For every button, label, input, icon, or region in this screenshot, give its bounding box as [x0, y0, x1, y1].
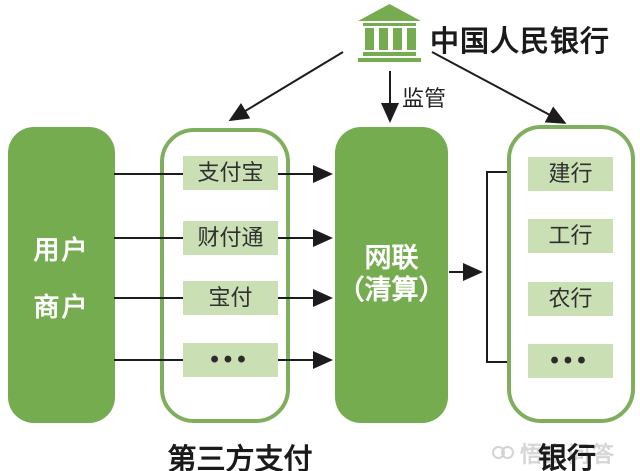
watermark-text: 悟空问答: [520, 442, 617, 467]
arrow-bank-to-banks: [431, 51, 567, 124]
bank-item-ellipsis: •••: [528, 344, 613, 378]
supervision-label: 监管: [402, 86, 447, 111]
banks-bracket: [486, 171, 507, 363]
bank-building-icon: [358, 4, 421, 62]
users-merchants-panel: 用户 商户: [8, 127, 115, 423]
arrow-bank-to-thirdparty: [228, 51, 344, 122]
wukong-logo-icon: [492, 446, 516, 460]
bank-item-ccb: 建行: [528, 157, 613, 191]
users-label: 用户: [33, 235, 90, 265]
watermark: 悟空问答: [492, 440, 640, 467]
netsunion-clearing-box: 网联 （清算）: [335, 127, 448, 423]
bank-item-icbc: 工行: [528, 219, 613, 253]
central-bank-title: 中国人民银行: [430, 26, 611, 58]
banks-caption: 银行: [537, 443, 596, 471]
third-party-item-baofu: 宝付: [183, 281, 278, 315]
third-party-item-ellipsis: •••: [183, 343, 278, 377]
merchants-label: 商户: [33, 292, 90, 322]
third-party-caption: 第三方支付: [167, 444, 313, 471]
third-party-item-tenpay: 财付通: [183, 221, 278, 255]
third-party-item-alipay: 支付宝: [183, 156, 278, 190]
netsunion-clearing-label: 网联 （清算）: [337, 243, 446, 305]
bank-item-abc: 农行: [528, 282, 613, 316]
